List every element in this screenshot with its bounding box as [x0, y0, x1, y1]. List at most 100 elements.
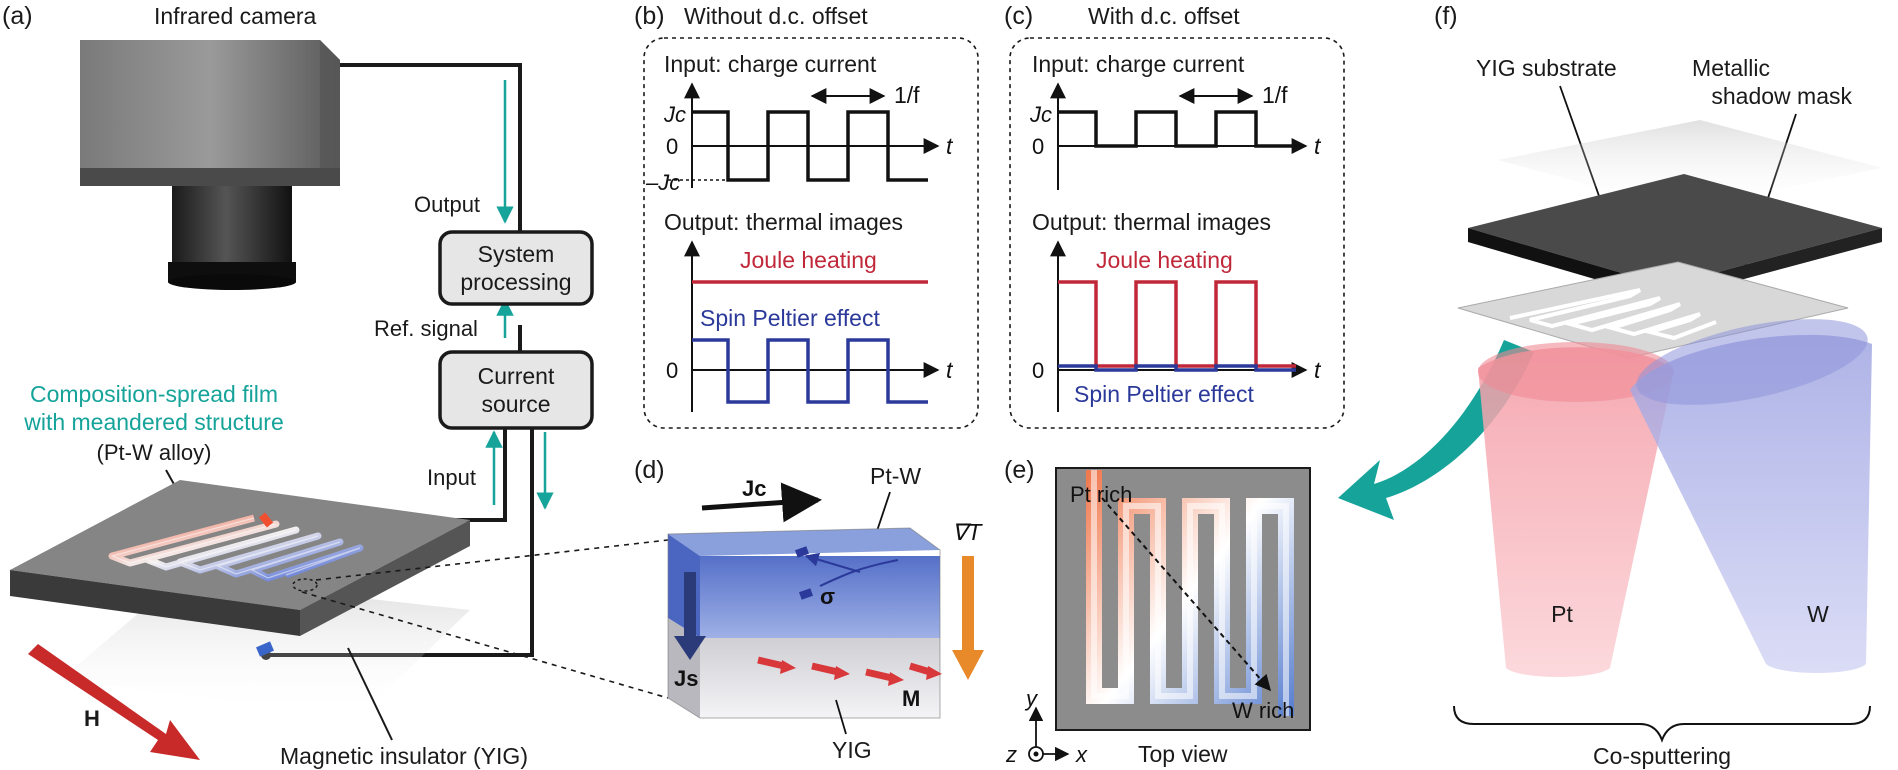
b-jc-label: Jc [663, 102, 686, 127]
e-z-axis-dot [1033, 751, 1039, 757]
current-source-line2: source [481, 391, 550, 417]
b-t-label-2: t [946, 357, 954, 383]
magnetic-insulator-label: Magnetic insulator (YIG) [280, 743, 528, 769]
camera-wire [340, 63, 522, 250]
panel-b-frame [643, 37, 979, 429]
c-t-label-2: t [1314, 357, 1322, 383]
d-jc-label: Jc [742, 476, 766, 501]
c-joule-label: Joule heating [1096, 247, 1233, 273]
f-substrate-top [1468, 174, 1882, 286]
b-t-label-1: t [946, 133, 954, 159]
e-y-label: y [1024, 686, 1039, 711]
panel-c-letter: (c) [1004, 2, 1033, 30]
e-z-label: z [1005, 742, 1017, 767]
f-pt-cone [1478, 347, 1674, 677]
b-joule-label: Joule heating [740, 247, 877, 273]
f-pt-label: Pt [1551, 601, 1573, 627]
f-cosputter-label: Co-sputtering [1593, 743, 1731, 769]
film-label-line1: Composition-spread film [30, 381, 278, 407]
d-jc-arrow [701, 482, 822, 523]
d-top-face [668, 528, 940, 556]
c-zero-label: 0 [1032, 134, 1044, 159]
d-spin-path-1 [819, 559, 899, 587]
f-yig-substrate-label: YIG substrate [1476, 55, 1617, 81]
b-zero-label-2: 0 [666, 358, 678, 383]
d-js-arrow [674, 572, 706, 660]
panel-c-input-title: Input: charge current [1032, 51, 1245, 77]
panel-a: (a) Infrared camera Output Ref. signal I… [2, 2, 669, 769]
panel-b-input-title: Input: charge current [664, 51, 877, 77]
d-m-label: M [902, 686, 920, 711]
e-meander [1086, 470, 1294, 716]
panel-e-letter: (e) [1004, 456, 1035, 484]
f-mask-line2: shadow mask [1711, 83, 1852, 109]
panel-b: (b) Without d.c. offset Input: charge cu… [634, 2, 979, 429]
e-pt-rich-label: Pt rich [1070, 482, 1132, 507]
e-x-label: x [1075, 742, 1088, 767]
output-label: Output [414, 192, 480, 217]
c-joule-wave [1058, 280, 1296, 368]
system-processing-line2: processing [460, 269, 571, 295]
panel-a-letter: (a) [2, 2, 33, 30]
e-diagonal-arrow [1101, 497, 1272, 692]
film-label-line2: with meandered structure [23, 409, 284, 435]
field-arrow-icon [28, 644, 200, 760]
f-brace [1453, 705, 1871, 743]
yig-substrate-slab [10, 480, 470, 716]
f-w-label: W [1807, 601, 1829, 627]
b-spe-label: Spin Peltier effect [700, 305, 880, 331]
e-w-rich-label: W rich [1232, 698, 1294, 723]
camera-label: Infrared camera [154, 3, 317, 29]
d-ptw-label: Pt-W [870, 463, 921, 489]
b-neg-jc-label: –Jc [645, 170, 680, 195]
panel-e: (e) Pt rich W rich y z x Top view [1004, 456, 1311, 767]
panel-c: (c) With d.c. offset Input: charge curre… [1004, 2, 1345, 429]
zoom-line-bottom [301, 591, 669, 699]
input-label: Input [427, 465, 476, 490]
d-js-label: Js [674, 666, 698, 691]
panel-b-letter: (b) [634, 2, 665, 30]
panel-c-output-title: Output: thermal images [1032, 209, 1271, 235]
f-w-cone-top [1636, 319, 1868, 405]
f-pt-cone-top [1478, 342, 1674, 402]
panel-f: (f) YIG substrate Metallic shadow mask P… [1434, 2, 1882, 769]
c-input-wave [1058, 110, 1296, 148]
panel-b-output-title: Output: thermal images [664, 209, 903, 235]
d-block-outline [667, 527, 941, 719]
d-yig-leader [835, 699, 847, 735]
f-substrate-glow [1498, 120, 1882, 210]
d-magnetization-arrows [757, 656, 942, 686]
panel-d-letter: (d) [634, 456, 665, 484]
current-source-line1: Current [478, 363, 555, 389]
system-processing-box [438, 230, 594, 306]
c-jc-label: Jc [1029, 102, 1052, 127]
c-spe-wave [1058, 364, 1296, 372]
d-grad-t-label: ∇T [952, 519, 983, 545]
c-period-label: 1/f [1262, 82, 1288, 108]
d-yig-label: YIG [832, 737, 872, 763]
d-grad-t-arrow [952, 556, 984, 680]
e-top-view-label: Top view [1138, 741, 1228, 767]
b-zero-label: 0 [666, 134, 678, 159]
current-source-box [438, 350, 594, 430]
d-sigma-label: σ [820, 584, 835, 609]
d-spin-up [804, 552, 861, 573]
d-ptw-leader [875, 491, 891, 535]
f-w-cone [1630, 334, 1872, 673]
d-spin-cube-2 [798, 588, 814, 600]
d-ptw-layer [700, 556, 940, 638]
panel-b-title: Without d.c. offset [684, 3, 868, 29]
panel-c-title: With d.c. offset [1088, 3, 1240, 29]
ref-signal-label: Ref. signal [374, 316, 478, 341]
meander-film-icon [108, 512, 364, 657]
f-mask-slots [1509, 288, 1717, 341]
alloy-label: (Pt-W alloy) [97, 440, 212, 465]
b-input-wave [692, 110, 928, 182]
panel-f-letter: (f) [1434, 2, 1458, 30]
b-period-label: 1/f [894, 82, 920, 108]
c-zero-label-2: 0 [1032, 358, 1044, 383]
b-spe-wave [692, 338, 928, 404]
panel-d: (d) Jc Pt-W σ Js M [634, 456, 984, 763]
